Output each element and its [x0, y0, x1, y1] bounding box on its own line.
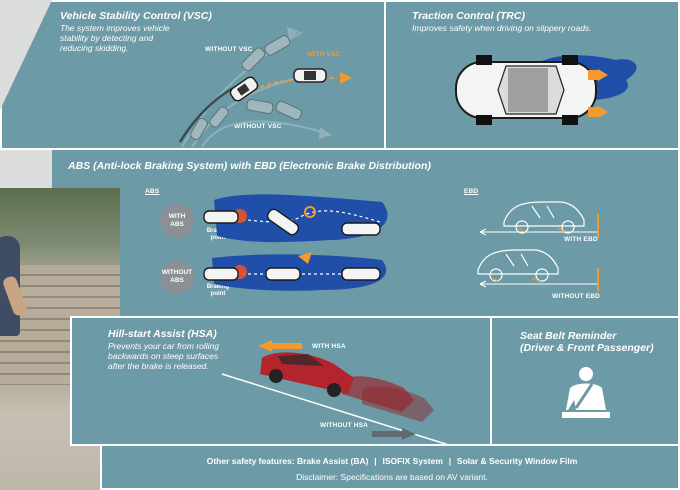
footer-feature-1: Brake Assist (BA) [296, 456, 369, 466]
without-abs-badge: WITHOUT ABS [160, 260, 194, 294]
vsc-arrow-bottom [319, 127, 332, 139]
trc-arrow-rear [588, 106, 608, 118]
vsc-car-main [229, 76, 259, 102]
vsc-label-without-top: WITHOUT VSC [205, 46, 253, 53]
ebd-brake-marks-bottom [491, 278, 541, 282]
footer-features: Other safety features: Brake Assist (BA)… [102, 456, 680, 466]
abs-diagram [203, 194, 599, 292]
vsc-description: The system improves vehicle stability by… [60, 23, 170, 53]
with-ebd-label: WITH EBD [564, 236, 598, 243]
ebd-brake-marks-top [517, 228, 567, 232]
hsa-description: Prevents your car from rolling backwards… [108, 341, 220, 371]
ebd-car-top [503, 201, 585, 234]
ebd-car-bottom [477, 249, 559, 282]
abs-heading: ABS [145, 188, 160, 195]
without-ebd-label: WITHOUT EBD [552, 293, 601, 300]
hsa-arrow-backward [372, 428, 416, 440]
hsa-arrow-forward [258, 340, 302, 352]
braking-point-label-2: Braking point [206, 284, 230, 297]
vsc-diagram [178, 27, 352, 148]
hsa-label-with: WITH HSA [312, 343, 346, 350]
with-abs-label: WITH ABS [168, 213, 186, 228]
vsc-title: Vehicle Stability Control (VSC) [60, 10, 212, 22]
vsc-car-with [293, 68, 327, 83]
hsa-panel: Hill-start Assist (HSA) Prevents your ca… [70, 316, 492, 447]
vsc-arrow-top [287, 27, 299, 39]
footer-separator-1: | [374, 456, 377, 466]
trc-diagram [455, 55, 637, 125]
abs-cars [203, 208, 381, 281]
seatbelt-panel: Seat Belt Reminder (Driver & Front Passe… [490, 316, 680, 446]
footer-feature-2: ISOFIX System [382, 456, 443, 466]
abs-target-icon [304, 206, 316, 218]
abs-ebd-panel: ABS (Anti-lock Braking System) with EBD … [52, 148, 680, 318]
with-abs-badge: WITH ABS [160, 204, 194, 238]
abs-warning-arrow [298, 252, 312, 264]
trc-panel: Traction Control (TRC) Improves safety w… [384, 0, 680, 150]
footer-panel: Other safety features: Brake Assist (BA)… [100, 444, 680, 490]
trc-arrow-front [588, 69, 608, 81]
hsa-title: Hill-start Assist (HSA) [108, 328, 217, 340]
footer-separator-2: | [448, 456, 452, 466]
ebd-heading: EBD [464, 188, 479, 195]
without-abs-label: WITHOUT ABS [161, 269, 193, 284]
vsc-ghost-cars [190, 35, 303, 141]
vsc-arrow-with [340, 72, 352, 84]
trc-description: Improves safety when driving on slippery… [412, 23, 592, 33]
vsc-panel: Vehicle Stability Control (VSC) The syst… [0, 0, 386, 150]
hsa-cars [260, 352, 434, 422]
abs-path-top [211, 210, 381, 223]
ebd-arrow-bottom [479, 280, 598, 288]
hsa-label-without: WITHOUT HSA [320, 422, 369, 429]
seatbelt-icon [562, 367, 610, 418]
ebd-arrow-top [479, 228, 598, 236]
trc-title: Traction Control (TRC) [412, 10, 525, 22]
trc-car-topview [455, 55, 597, 125]
seatbelt-title-line2: (Driver & Front Passenger) [520, 342, 654, 354]
hsa-diagram [221, 340, 453, 447]
vsc-label-without-bottom: WITHOUT VSC [234, 123, 282, 130]
abs-ebd-title: ABS (Anti-lock Braking System) with EBD … [68, 160, 431, 172]
footer-prefix: Other safety features: [206, 456, 297, 466]
footer-feature-3: Solar & Security Window Film [456, 456, 578, 466]
footer-disclaimer: Disclaimer: Specifications are based on … [296, 472, 488, 482]
vsc-label-with: WITH VSC [307, 51, 341, 58]
seatbelt-title-line1: Seat Belt Reminder [520, 330, 617, 342]
